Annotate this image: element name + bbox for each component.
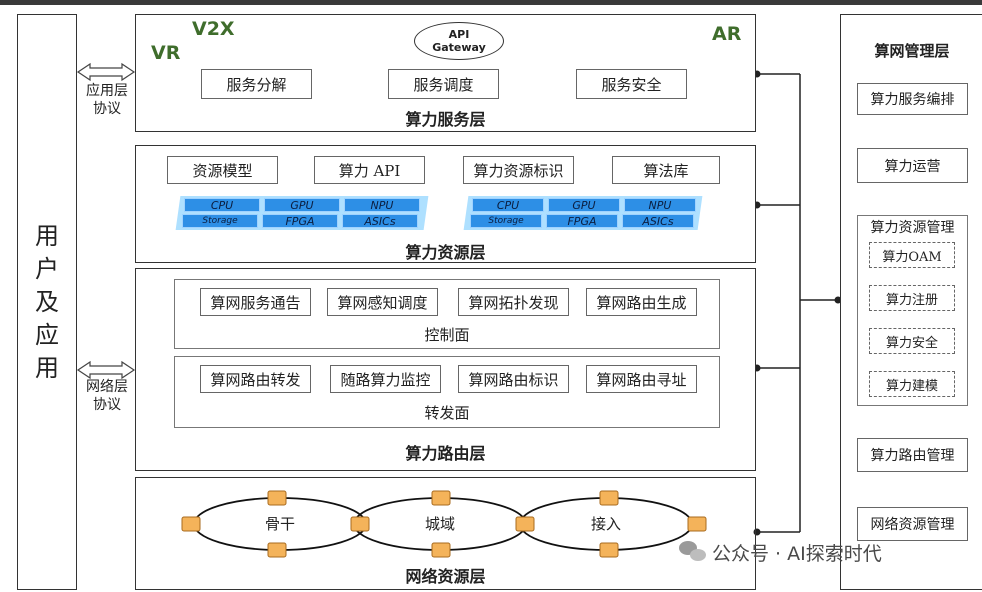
chip-gpu-left: GPU [264,198,340,212]
gateway-line1: API [448,28,470,41]
ring-backbone: 骨干 [264,515,295,533]
control-plane-label: 控制面 [424,326,470,344]
chip-cpu-left: CPU [184,198,260,212]
chip-npu-right: NPU [624,198,696,212]
vr-label: VR [151,42,181,64]
ar-label: AR [712,23,742,45]
routing-layer-title: 算力路由层 [405,444,486,463]
chip-asics-right: ASICs [622,214,694,228]
watermark: 公众号 · AI探索时代 [712,543,882,565]
ring-access: 接入 [590,515,621,533]
mgmt-security: 算力安全 [869,328,955,354]
chip-storage-right: Storage [470,214,542,228]
forward-plane-label: 转发面 [424,404,470,422]
user-app-column: 用户及应用 [17,14,77,590]
mgmt-routing: 算力路由管理 [857,438,968,472]
resource-layer-title: 算力资源层 [405,243,486,262]
management-title: 算网管理层 [874,42,950,60]
mgmt-network-resource: 网络资源管理 [857,507,968,541]
control-item-1: 算网服务通告 [200,288,311,316]
resource-model: 资源模型 [167,156,278,184]
control-item-4: 算网路由生成 [586,288,697,316]
v2x-label: V2X [192,18,235,40]
control-item-2: 算网感知调度 [327,288,438,316]
chip-fpga-right: FPGA [546,214,618,228]
service-decompose: 服务分解 [201,69,312,99]
mgmt-register: 算力注册 [869,285,955,311]
chip-gpu-right: GPU [548,198,620,212]
mgmt-compute-operation: 算力运营 [857,148,968,183]
gateway-line2: Gateway [432,41,486,54]
service-schedule: 服务调度 [388,69,499,99]
user-app-label: 用户及应用 [35,221,59,382]
chip-asics-left: ASICs [342,214,418,228]
algorithm-library: 算法库 [612,156,720,184]
app-protocol-label: 应用层 协议 [86,83,128,117]
forward-item-3: 算网路由标识 [458,365,569,393]
mgmt-service-orchestration: 算力服务编排 [857,83,968,115]
network-layer [135,477,756,590]
compute-resource-id: 算力资源标识 [463,156,574,184]
forward-plane [174,356,720,428]
mgmt-modeling: 算力建模 [869,371,955,397]
control-item-3: 算网拓扑发现 [458,288,569,316]
mgmt-resource-group [857,215,968,406]
ring-metro: 城域 [424,515,455,533]
chip-cpu-right: CPU [472,198,544,212]
wechat-icon [679,541,706,561]
forward-item-2: 随路算力监控 [330,365,441,393]
mgmt-resource-title: 算力资源管理 [870,220,955,236]
net-protocol-label: 网络层 协议 [86,379,128,413]
service-security: 服务安全 [576,69,687,99]
api-gateway: API Gateway [414,22,504,60]
network-layer-title: 网络资源层 [405,567,486,586]
control-plane [174,279,720,349]
chip-npu-left: NPU [344,198,420,212]
service-layer-title: 算力服务层 [405,110,486,129]
chip-fpga-left: FPGA [262,214,338,228]
compute-api: 算力 API [314,156,425,184]
forward-item-1: 算网路由转发 [200,365,311,393]
chip-storage-left: Storage [182,214,258,228]
forward-item-4: 算网路由寻址 [586,365,697,393]
top-bar [0,0,982,5]
mgmt-oam: 算力OAM [869,242,955,268]
